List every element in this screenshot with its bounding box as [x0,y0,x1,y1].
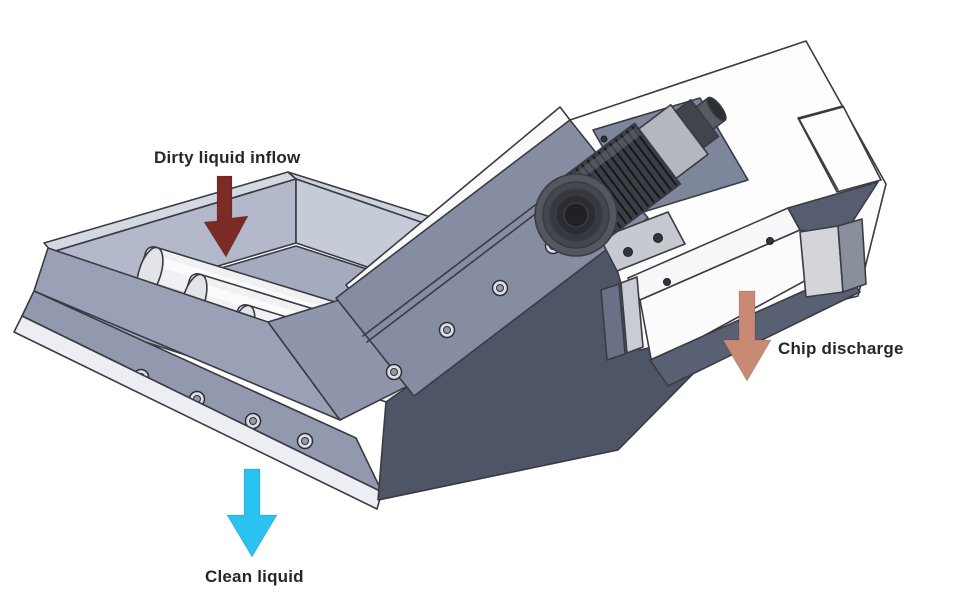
tank-bottom-flange [13,315,383,510]
drive-motor [534,96,727,257]
bolt [438,321,456,339]
bolt [296,432,314,450]
chute-side-face [837,218,867,293]
chip-discharge-label: Chip discharge [778,339,904,358]
bolt [244,412,262,430]
discharge-chute [787,181,879,298]
motor-cap-hub [563,202,589,228]
bolt [491,279,509,297]
support-leg-rear [600,283,626,361]
support-leg-front [620,276,644,354]
dirty-inflow-label: Dirty liquid inflow [154,148,301,167]
motor-bracket [599,211,686,272]
motor-shaft-end [706,96,727,122]
deck-notch [797,105,882,193]
deck-notch-lip [798,106,844,120]
clean-liquid-arrow [226,468,278,558]
dirty-inflow-arrow [203,175,249,258]
chute-front-face [799,225,844,298]
chip-discharge-arrow [722,290,772,382]
deck-notch-lip [798,118,839,191]
clean-liquid-label: Clean liquid [205,567,304,586]
support-legs [600,276,644,361]
bolt [385,363,403,381]
